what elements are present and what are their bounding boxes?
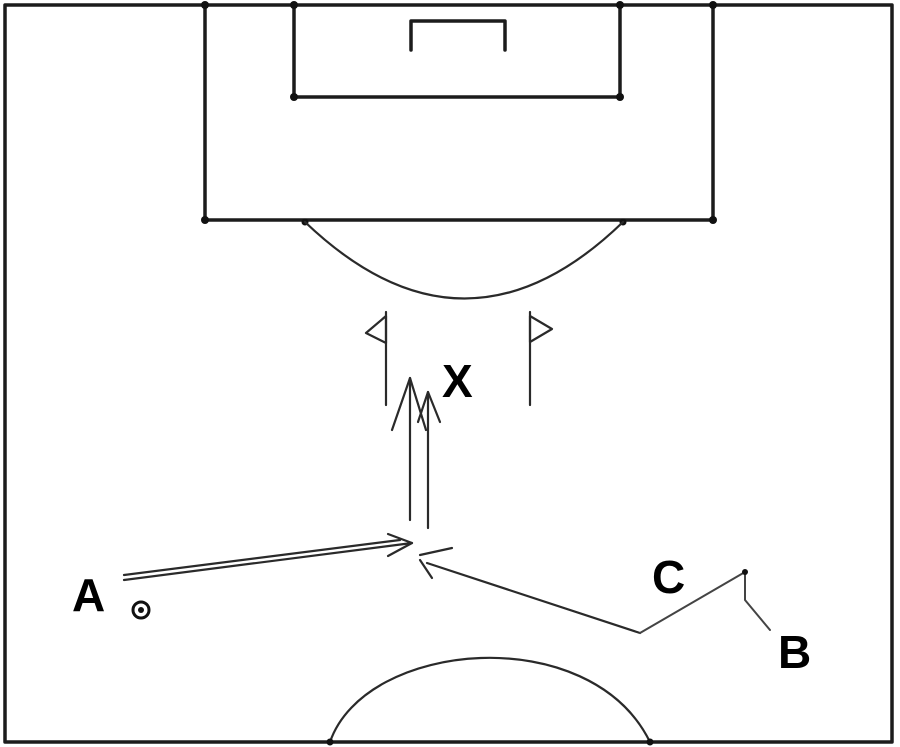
marker-dot — [616, 93, 624, 101]
label-target-x: X — [442, 355, 473, 407]
pass-arrow-a — [122, 532, 414, 582]
marker-dot — [709, 1, 717, 9]
goal-area — [292, 3, 622, 99]
marker-dot — [709, 216, 717, 224]
ball-icon — [131, 600, 151, 620]
label-player-a: A — [72, 569, 105, 621]
flag-left-icon — [364, 310, 388, 407]
marker-dot — [326, 738, 334, 746]
run-line-b-c — [639, 569, 771, 634]
pitch-boundary — [3, 3, 894, 744]
shot-arrow-left — [390, 376, 428, 522]
marker-dot — [646, 738, 654, 746]
penalty-arc — [303, 220, 625, 300]
marker-dot — [201, 1, 209, 9]
goal — [409, 19, 507, 52]
center-circle-arc — [328, 656, 652, 744]
flag-right-icon — [528, 310, 554, 407]
pass-arrow-c — [418, 546, 642, 635]
marker-dot — [201, 216, 209, 224]
marker-dot — [616, 1, 624, 9]
shot-arrow-right — [416, 390, 442, 530]
label-player-b: B — [778, 626, 811, 678]
penalty-area — [203, 3, 715, 222]
marker-dot — [290, 1, 298, 9]
marker-dot — [290, 93, 298, 101]
label-player-c: C — [652, 551, 685, 603]
